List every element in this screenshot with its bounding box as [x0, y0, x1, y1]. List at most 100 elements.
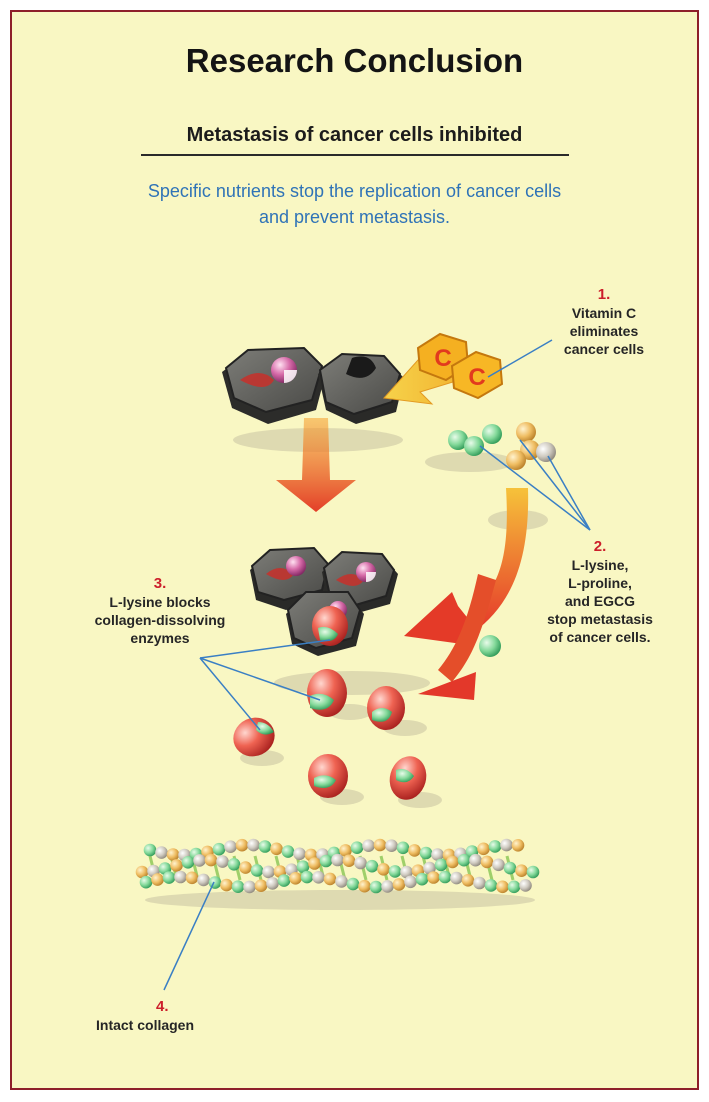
- page-subtitle: Metastasis of cancer cells inhibited: [186, 124, 523, 146]
- collagen-bead: [216, 855, 229, 868]
- leader-lines: [163, 339, 591, 991]
- collagen-bead: [204, 853, 218, 867]
- callout-line: enzymes: [130, 630, 190, 646]
- collagen-bead: [308, 857, 321, 870]
- enzyme: [233, 717, 275, 757]
- intro-text: Specific nutrients stop the replication …: [147, 181, 562, 227]
- page-title: Research Conclusion: [185, 42, 524, 79]
- collagen-bead: [181, 856, 195, 869]
- vitamin-c-attack: C C: [382, 332, 504, 405]
- collagen-bead: [362, 839, 375, 852]
- collagen-bead: [400, 865, 413, 879]
- cancer-cell-cluster-middle: [250, 546, 398, 656]
- collagen-bead: [300, 870, 314, 884]
- collagen-bead: [427, 871, 440, 884]
- diagram-panel: [10, 10, 699, 1090]
- collagen-bead: [469, 853, 482, 867]
- collagen-bead: [331, 853, 344, 867]
- collagen-bead: [266, 877, 279, 890]
- collagen-bead: [312, 871, 325, 884]
- collagen-bead: [500, 838, 513, 852]
- collagen-bead: [174, 870, 187, 884]
- collagen-bead: [404, 875, 417, 889]
- collagen-bead: [281, 845, 295, 858]
- collagen-bead: [151, 873, 164, 886]
- collagen-bead: [170, 859, 183, 872]
- intact-collagen-strand: [135, 838, 540, 894]
- collagen-bead: [296, 860, 310, 873]
- collagen-bead: [423, 861, 436, 875]
- collagen-bead: [511, 839, 525, 852]
- enzyme: [307, 669, 347, 717]
- collagen-bead: [155, 846, 168, 859]
- drop-shadows: [145, 428, 548, 910]
- collagen-bead: [369, 880, 383, 894]
- collagen-bead: [293, 847, 306, 861]
- nutrient-molecules: [448, 422, 556, 470]
- callout-line: L-lysine,: [571, 557, 629, 573]
- collagen-bead: [139, 875, 153, 889]
- collagen-bead: [250, 864, 264, 877]
- collagen-bead: [519, 879, 532, 892]
- vitamin-c-molecule: C C: [416, 332, 504, 400]
- collagen-bead: [358, 879, 371, 893]
- collagen-bead: [339, 844, 352, 857]
- callout-line: and EGCG: [564, 593, 635, 609]
- collagen-bead: [431, 848, 444, 861]
- collagen-bead: [492, 858, 505, 872]
- callout-line: eliminates: [569, 323, 639, 339]
- collagen-bead: [227, 858, 241, 871]
- callout-line: stop metastasis: [547, 611, 653, 627]
- collagen-bead: [526, 865, 540, 879]
- arrow-down: [276, 418, 356, 512]
- enzyme: [367, 686, 405, 730]
- collagen-bead: [342, 854, 356, 867]
- callout-line: collagen-dissolving: [94, 612, 226, 628]
- collagen-bead: [488, 840, 502, 853]
- vitamin-c-letter: C: [468, 364, 485, 391]
- callout-1: 1. Vitamin C eliminates cancer cells: [548, 286, 660, 358]
- collagen-bead: [365, 859, 379, 873]
- callout-number: 1.: [597, 286, 611, 303]
- callout-4: 4. Intact collagen: [96, 998, 232, 1034]
- collagen-bead: [434, 858, 448, 872]
- enzyme: [308, 754, 348, 798]
- collagen-bead: [270, 842, 283, 856]
- collagen-bead: [461, 874, 475, 887]
- callout-number: 2.: [593, 538, 607, 555]
- collagen-bead: [457, 853, 471, 867]
- vitamin-c-letter: C: [434, 345, 451, 372]
- collagen-bead: [254, 879, 268, 892]
- collagen-bead: [373, 838, 387, 852]
- collagen-bead: [220, 878, 233, 892]
- collagen-bead: [477, 842, 490, 856]
- collagen-bead: [385, 839, 398, 852]
- collagen-bead: [224, 840, 237, 853]
- callout-line: Intact collagen: [96, 1017, 195, 1033]
- collagen-bead: [415, 872, 429, 886]
- collagen-bead: [235, 838, 249, 852]
- collagen-bead: [319, 854, 333, 868]
- collagen-bead: [381, 880, 394, 893]
- collagen-bead: [239, 861, 252, 874]
- collagen-bead: [143, 843, 157, 857]
- collagen-bead: [258, 840, 272, 853]
- collagen-bead: [277, 874, 291, 887]
- collagen-bead: [193, 854, 206, 867]
- collagen-bead: [350, 841, 364, 854]
- collagen-bead: [392, 878, 406, 891]
- collagen-bead: [208, 876, 222, 889]
- collagen-bead: [480, 855, 494, 869]
- collagen-bead: [212, 842, 226, 856]
- enzymes: [233, 669, 427, 800]
- collagen-bead: [408, 844, 421, 857]
- collagen-bead: [503, 861, 517, 875]
- cancer-cell-cluster-top: [222, 346, 404, 424]
- collagen-bead: [446, 855, 459, 869]
- callout-3: 3. L-lysine blocks collagen-dissolving e…: [80, 575, 240, 647]
- callout-number: 3.: [153, 575, 167, 592]
- curved-arrow: [404, 488, 529, 700]
- collagen-bead: [262, 865, 275, 879]
- subtitle-underline: [141, 154, 569, 156]
